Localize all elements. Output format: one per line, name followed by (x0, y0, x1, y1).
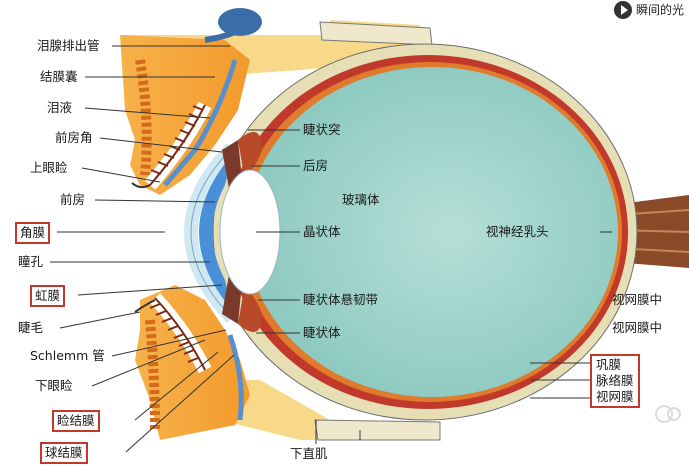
label-bulbar-conjunctiva: 球结膜 (40, 442, 88, 464)
label-anterior-chamber-angle: 前房角 (55, 130, 93, 145)
lower-eyelid-shape (135, 285, 250, 440)
label-upper-eyelid: 上眼睑 (30, 160, 68, 175)
label-schlemm-canal: Schlemm 管 (30, 348, 105, 363)
ciliary-lower (238, 289, 262, 332)
label-lens: 晶状体 (303, 224, 341, 239)
label-cornea: 角膜 (15, 222, 51, 244)
ciliary-upper (238, 132, 262, 175)
label-lacrimal-duct: 泪腺排出管 (37, 38, 100, 53)
label-choroid: 脉络膜 (596, 373, 634, 388)
label-ciliary-process: 睫状突 (303, 122, 341, 137)
label-pupil: 瞳孔 (18, 254, 44, 269)
label-retina: 视网膜 (596, 389, 634, 404)
video-overlay[interactable]: 瞬间的光 (612, 0, 689, 20)
label-eyelash: 睫毛 (18, 320, 44, 335)
label-ciliary-body: 睫状体 (303, 325, 341, 340)
lower-eyelash (134, 299, 156, 313)
upper-eyelash (131, 182, 151, 189)
label-retina-center-2: 视网膜中 (612, 320, 663, 335)
upper-eyelid-shape (120, 35, 250, 195)
anterior-chamber-shape (199, 155, 232, 310)
label-sclera: 巩膜 (596, 357, 622, 372)
label-layers-box: 巩膜 脉络膜 视网膜 (590, 354, 640, 408)
play-icon[interactable] (614, 1, 632, 19)
label-lower-eyelid: 下眼睑 (35, 378, 73, 393)
watermark-icon (655, 405, 681, 423)
label-inferior-rectus: 下直肌 (290, 446, 328, 461)
label-posterior-chamber: 后房 (303, 158, 329, 173)
label-palpebral-conjunctiva: 睑结膜 (52, 410, 100, 432)
label-tears: 泪液 (47, 100, 73, 115)
label-vitreous: 玻璃体 (342, 192, 380, 207)
overlay-title: 瞬间的光 (636, 3, 685, 17)
label-anterior-chamber: 前房 (60, 192, 86, 207)
leader-lines (50, 45, 612, 453)
label-optic-disc: 视神经乳头 (486, 224, 549, 239)
label-iris: 虹膜 (30, 285, 66, 307)
label-conjunctival-sac: 结膜囊 (40, 69, 78, 84)
vitreous-shape (246, 67, 618, 397)
label-zonule: 睫状体悬韧带 (303, 292, 379, 307)
label-retina-center-1: 视网膜中 (612, 292, 663, 307)
inferior-rectus-shape (314, 419, 441, 441)
